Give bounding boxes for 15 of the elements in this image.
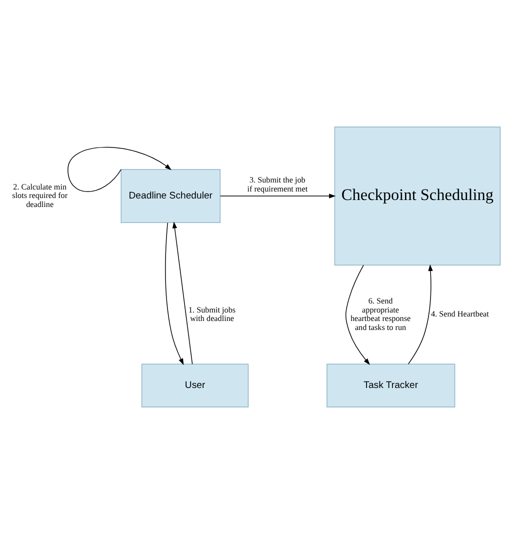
node-box: Deadline Scheduler — [120, 168, 221, 223]
node-box: Checkpoint Scheduling — [334, 126, 501, 266]
edge-label: 2. Calculate min slots required for deadline — [12, 182, 68, 208]
edge-label: 6. Send appropriate heartbeat response and tasks to run — [350, 296, 411, 332]
arrow — [68, 146, 172, 192]
node-box: Task Tracker — [326, 363, 456, 407]
edge-label: 1. Submit jobs with deadline — [188, 304, 236, 323]
edge-label: 3. Submit the job if requirement met — [247, 175, 308, 193]
arrow — [220, 193, 336, 198]
arrow — [165, 222, 184, 365]
arrow — [408, 264, 433, 364]
arrow — [345, 264, 370, 365]
node-box: User — [141, 363, 249, 407]
edge-label: 4. Send Heartbeat — [431, 309, 489, 318]
arrow — [172, 221, 193, 364]
